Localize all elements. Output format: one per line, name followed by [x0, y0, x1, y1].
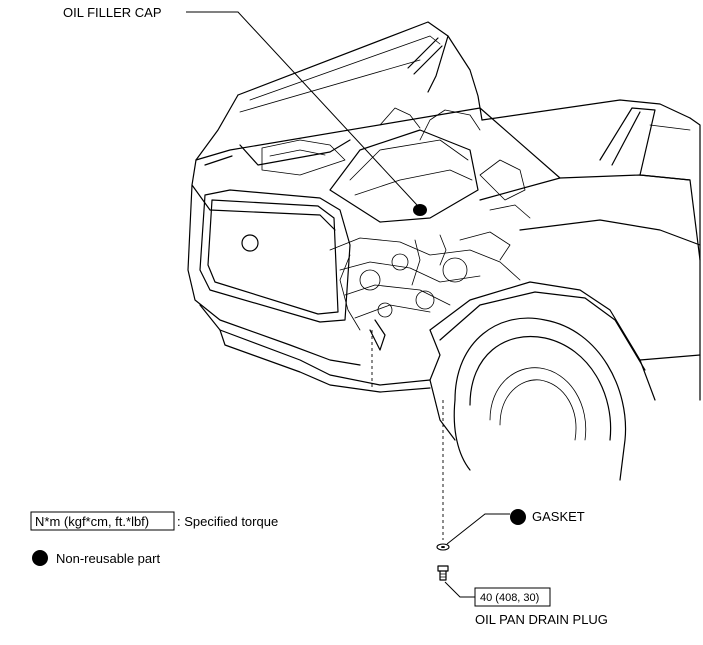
engine-bay [195, 107, 561, 223]
oil-filler-cap-label: OIL FILLER CAP [63, 5, 162, 20]
hood [195, 21, 483, 161]
torque-value: 40 (408, 30) [480, 592, 539, 604]
callout-drain-plug: 40 (408, 30) OIL PAN DRAIN PLUG [444, 581, 608, 627]
legend: N*m (kgf*cm, ft.*lbf) : Specified torque… [30, 511, 278, 566]
legend-torque-desc: : Specified torque [177, 514, 278, 529]
legend-non-reusable-desc: Non-reusable part [56, 551, 160, 566]
drain-plug-parts [436, 543, 450, 581]
vehicle-illustration [187, 21, 701, 540]
front-grille [187, 159, 441, 393]
legend-non-reusable-icon [32, 550, 48, 566]
torque-value-box [474, 587, 551, 607]
cab [481, 99, 701, 401]
engine-components [329, 231, 521, 331]
fender-wheel [429, 174, 701, 481]
gasket-label: GASKET [532, 509, 585, 524]
oil-filler-cap-mark [413, 204, 427, 216]
legend-torque-box [30, 511, 175, 531]
oil-pan-drain-plug-label: OIL PAN DRAIN PLUG [475, 612, 608, 627]
callout-gasket: GASKET [446, 509, 585, 545]
callout-oil-filler-cap: OIL FILLER CAP [63, 5, 418, 206]
non-reusable-icon [510, 509, 526, 525]
legend-torque-unit: N*m (kgf*cm, ft.*lbf) [35, 514, 149, 529]
drain-plug-part [437, 565, 449, 581]
